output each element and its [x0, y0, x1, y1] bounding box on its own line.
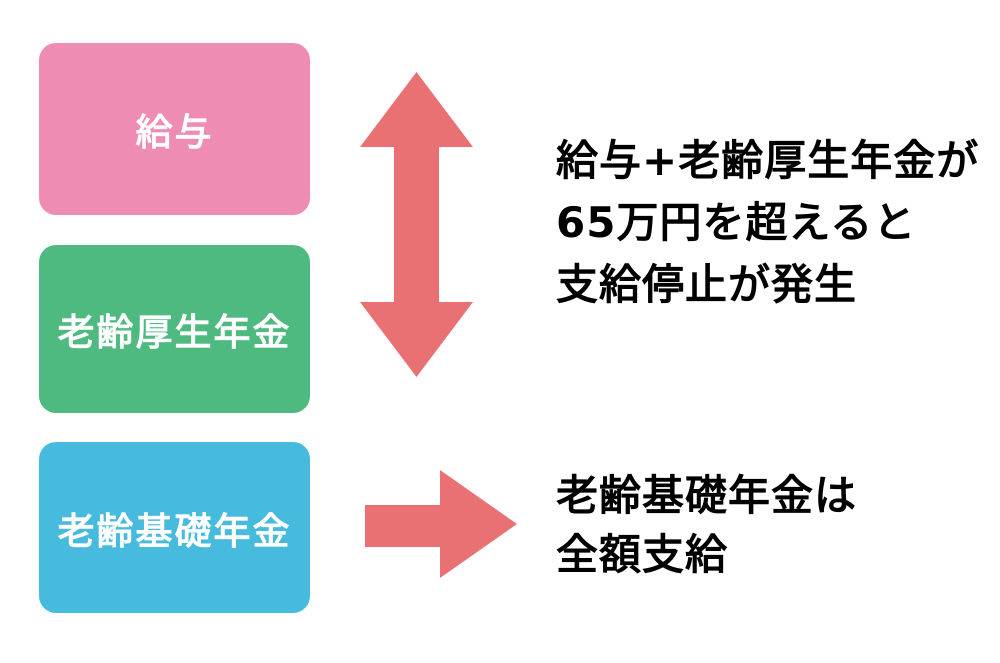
- box-kosei-nenkin: 老齢厚生年金: [39, 245, 310, 413]
- full-payment-note-line-2: 全額支給: [556, 530, 729, 579]
- full-payment-note-line-1: 老齢基礎年金は: [556, 471, 858, 520]
- suspension-note-line-2: 65万円を超えると: [556, 198, 917, 247]
- box-kiso-nenkin: 老齢基礎年金: [39, 442, 310, 613]
- box-salary-label: 給与: [135, 111, 214, 154]
- full-payment-note: 老齢基礎年金は 全額支給: [556, 466, 857, 584]
- box-kosei-nenkin-label: 老齢厚生年金: [57, 311, 292, 354]
- box-salary: 給与: [39, 43, 310, 215]
- right-arrow-shape: [365, 470, 517, 578]
- suspension-note: 給与+老齢厚生年金が 65万円を超えると 支給停止が発生: [556, 130, 979, 316]
- box-kiso-nenkin-label: 老齢基礎年金: [57, 509, 292, 553]
- suspension-note-line-3: 支給停止が発生: [556, 260, 858, 309]
- up-down-double-arrow-icon: [360, 72, 473, 377]
- up-down-double-arrow-shape: [360, 72, 473, 377]
- suspension-note-line-1: 給与+老齢厚生年金が: [556, 136, 980, 185]
- right-arrow-icon: [365, 470, 517, 578]
